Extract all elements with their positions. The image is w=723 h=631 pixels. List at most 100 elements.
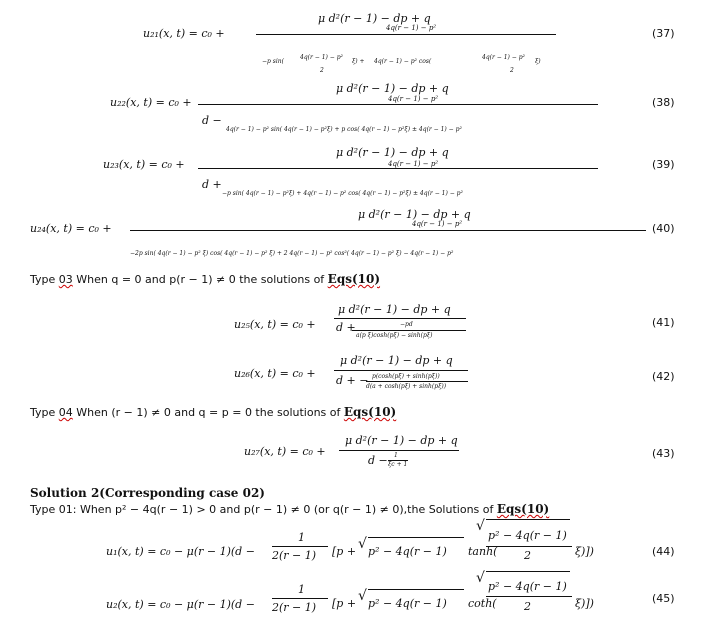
eq42-inner-bar xyxy=(366,381,468,382)
eq37-lhs: u₂₁(x, t) = c₀ + xyxy=(143,27,225,40)
eq37-fraction-bar xyxy=(256,34,556,35)
eq38-den-b: 4q(r − 1) − p² sin( 4q(r − 1) − p²ξ) + p… xyxy=(226,126,462,133)
eq37-den-a: −p sin( xyxy=(262,58,284,65)
eq44-tail: ξ)]) xyxy=(575,545,594,558)
solution-2-eqs-ref: Eqs(10) xyxy=(496,502,550,516)
eq45-frac-bar xyxy=(272,598,328,599)
eq44-arg-top: p² − 4q(r − 1) xyxy=(488,529,567,542)
eq41-fraction-bar xyxy=(334,318,466,319)
eq43-numerator: μ d²(r − 1) − dp + q xyxy=(345,434,458,447)
eq44-arg-sqrt-icon: √ xyxy=(476,518,485,534)
eq41-number: (41) xyxy=(652,316,675,329)
eq40-numerator: μ d²(r − 1) − dp + q xyxy=(358,208,471,221)
eq39-numerator: μ d²(r − 1) − dp + q xyxy=(336,146,449,159)
eq38-num-inner: 4q(r − 1) − p² xyxy=(388,95,439,103)
eq38-numerator: μ d²(r − 1) − dp + q xyxy=(336,82,449,95)
eq41-lhs: u₂₅(x, t) = c₀ + xyxy=(234,318,316,331)
type-03-prefix: Type xyxy=(30,273,59,286)
eq44-arg-bottom: 2 xyxy=(524,549,531,562)
eq40-lhs: u₂₄(x, t) = c₀ + xyxy=(30,222,112,235)
solution-2-type-01-line: Type 01: When p² − 4q(r − 1) > 0 and p(r… xyxy=(30,502,549,516)
eq41-den-inner: −pd xyxy=(400,321,413,328)
eq37-den-a2: 4q(r − 1) − p² xyxy=(300,54,343,61)
eq39-number: (39) xyxy=(652,158,675,171)
eq44-lhs: u₁(x, t) = c₀ − μ(r − 1)(d − xyxy=(106,545,255,558)
eq37-half-a: 2 xyxy=(320,67,324,74)
eq44-arg-bar xyxy=(486,546,572,547)
eq43-den: d − xyxy=(368,454,388,467)
eq45-frac-bottom: 2(r − 1) xyxy=(272,601,317,614)
type-04-eqs-ref: Eqs(10) xyxy=(343,405,397,419)
eq45-tail: ξ)]) xyxy=(575,597,594,610)
type-04-prefix: Type xyxy=(30,406,59,419)
type-04-line: Type 04 When (r − 1) ≠ 0 and q = p = 0 t… xyxy=(30,405,396,419)
type-04-body: When (r − 1) ≠ 0 and q = p = 0 the solut… xyxy=(72,406,344,419)
eq37-numerator: μ d²(r − 1) − dp + q xyxy=(318,12,431,25)
eq45-root: p² − 4q(r − 1) xyxy=(368,597,447,610)
eq38-number: (38) xyxy=(652,96,675,109)
eq41-den-d: d + xyxy=(336,321,356,334)
eq44-root: p² − 4q(r − 1) xyxy=(368,545,447,558)
eq45-mid: [p + xyxy=(332,597,357,610)
eq43-fraction-bar xyxy=(339,450,459,451)
eq43-den-frac-bottom: ξc + 1 xyxy=(388,461,408,468)
eq42-den-bottom: d(a + cosh(pξ) + sinh(pξ)) xyxy=(366,383,447,390)
eq39-lhs: u₂₃(x, t) = c₀ + xyxy=(103,158,185,171)
type-03-body: When q = 0 and p(r − 1) ≠ 0 the solution… xyxy=(72,273,328,286)
eq45-arg-bottom: 2 xyxy=(524,600,531,613)
type-03-line: Type 03 When q = 0 and p(r − 1) ≠ 0 the … xyxy=(30,272,380,286)
eq37-den-b2: 4q(r − 1) − p² xyxy=(482,54,525,61)
eq44-arg-sqrt-bar xyxy=(486,519,570,520)
eq43-number: (43) xyxy=(652,447,675,460)
eq41-inner-bar xyxy=(352,330,466,331)
eq41-numerator: μ d²(r − 1) − dp + q xyxy=(338,303,451,316)
type-03-eqs-ref: Eqs(10) xyxy=(327,272,381,286)
eq43-den-frac-top: 1 xyxy=(394,452,398,459)
eq42-number: (42) xyxy=(652,370,675,383)
eq45-arg-sqrt-bar xyxy=(486,571,570,572)
eq45-number: (45) xyxy=(652,592,675,605)
eq45-lhs: u₂(x, t) = c₀ − μ(r − 1)(d − xyxy=(106,598,255,611)
eq44-sqrt-bar xyxy=(368,537,464,538)
eq43-lhs: u₂₇(x, t) = c₀ + xyxy=(244,445,326,458)
eq43-inner-bar xyxy=(388,460,408,461)
eq45-sqrt-icon: √ xyxy=(358,588,367,604)
eq37-den-a3: ξ) + xyxy=(352,58,365,65)
eq42-numerator: μ d²(r − 1) − dp + q xyxy=(340,354,453,367)
eq37-number: (37) xyxy=(652,27,675,40)
eq37-half-b: 2 xyxy=(510,67,514,74)
eq40-num-inner: 4q(r − 1) − p² xyxy=(412,220,463,228)
eq44-function: tanh( xyxy=(468,545,498,558)
eq45-sqrt-bar xyxy=(368,589,464,590)
eq38-lhs: u₂₂(x, t) = c₀ + xyxy=(110,96,192,109)
eq40-fraction-bar xyxy=(130,230,646,231)
eq45-arg-top: p² − 4q(r − 1) xyxy=(488,580,567,593)
eq42-lhs: u₂₆(x, t) = c₀ + xyxy=(234,367,316,380)
eq38-den-d: d − xyxy=(202,114,222,127)
type-04-number: 04 xyxy=(58,406,73,419)
eq39-fraction-bar xyxy=(198,168,598,169)
eq45-arg-bar xyxy=(486,596,572,597)
eq45-function: coth( xyxy=(468,597,497,610)
eq42-den-top: p(cosh(pξ) + sinh(pξ)) xyxy=(372,373,440,380)
eq44-number: (44) xyxy=(652,545,675,558)
type-03-number: 03 xyxy=(58,273,73,286)
solution-2-heading: Solution 2(Corresponding case 02) xyxy=(30,486,265,500)
eq42-den: d + − xyxy=(336,374,369,387)
solution-2-line-text: Type 01: When p² − 4q(r − 1) > 0 and p(r… xyxy=(30,503,497,516)
eq44-sqrt-icon: √ xyxy=(358,536,367,552)
eq42-fraction-bar xyxy=(334,370,468,371)
eq40-den: −2p sin( 4q(r − 1) − p² ξ) cos( 4q(r − 1… xyxy=(130,250,454,257)
eq39-num-inner: 4q(r − 1) − p² xyxy=(388,160,439,168)
eq41-den-bottom: a(p ξ)cosh(pξ) − sinh(pξ) xyxy=(356,332,433,339)
eq44-frac-bottom: 2(r − 1) xyxy=(272,549,317,562)
eq39-den-b: −p sin( 4q(r − 1) − p²ξ) + 4q(r − 1) − p… xyxy=(222,190,463,197)
eq39-den-d: d + xyxy=(202,178,222,191)
eq45-frac-top: 1 xyxy=(298,583,305,596)
eq37-den-b: 4q(r − 1) − p² cos( xyxy=(374,58,432,65)
eq45-arg-sqrt-icon: √ xyxy=(476,570,485,586)
eq44-frac-bar xyxy=(272,546,328,547)
eq37-den-b3: ξ) xyxy=(535,58,541,65)
eq44-frac-top: 1 xyxy=(298,531,305,544)
eq37-num-inner: 4q(r − 1) − p² xyxy=(386,24,437,32)
